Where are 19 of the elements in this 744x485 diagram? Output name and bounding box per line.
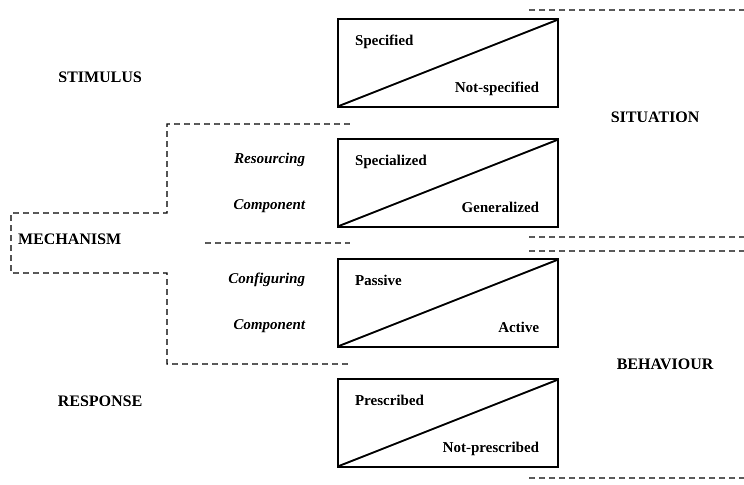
box-label: Not-prescribed xyxy=(442,439,539,457)
component-label: Resourcing Component xyxy=(232,150,305,215)
split-box xyxy=(337,378,559,468)
box-label: Passive xyxy=(355,272,402,290)
split-box xyxy=(337,258,559,348)
category-label: BEHAVIOUR xyxy=(616,356,714,374)
box-label: Active xyxy=(498,319,539,337)
box-label: Generalized xyxy=(462,199,539,217)
split-box xyxy=(337,138,559,228)
category-label: RESPONSE xyxy=(56,393,144,411)
box-label: Specialized xyxy=(355,152,427,170)
component-label: Configuring Component xyxy=(227,270,305,335)
box-label: Prescribed xyxy=(355,392,424,410)
category-label: MECHANISM xyxy=(18,231,122,249)
category-label: SITUATION xyxy=(610,109,700,127)
split-box xyxy=(337,18,559,108)
box-label: Specified xyxy=(355,32,414,50)
category-label: STIMULUS xyxy=(57,69,143,87)
box-label: Not-specified xyxy=(454,79,539,97)
